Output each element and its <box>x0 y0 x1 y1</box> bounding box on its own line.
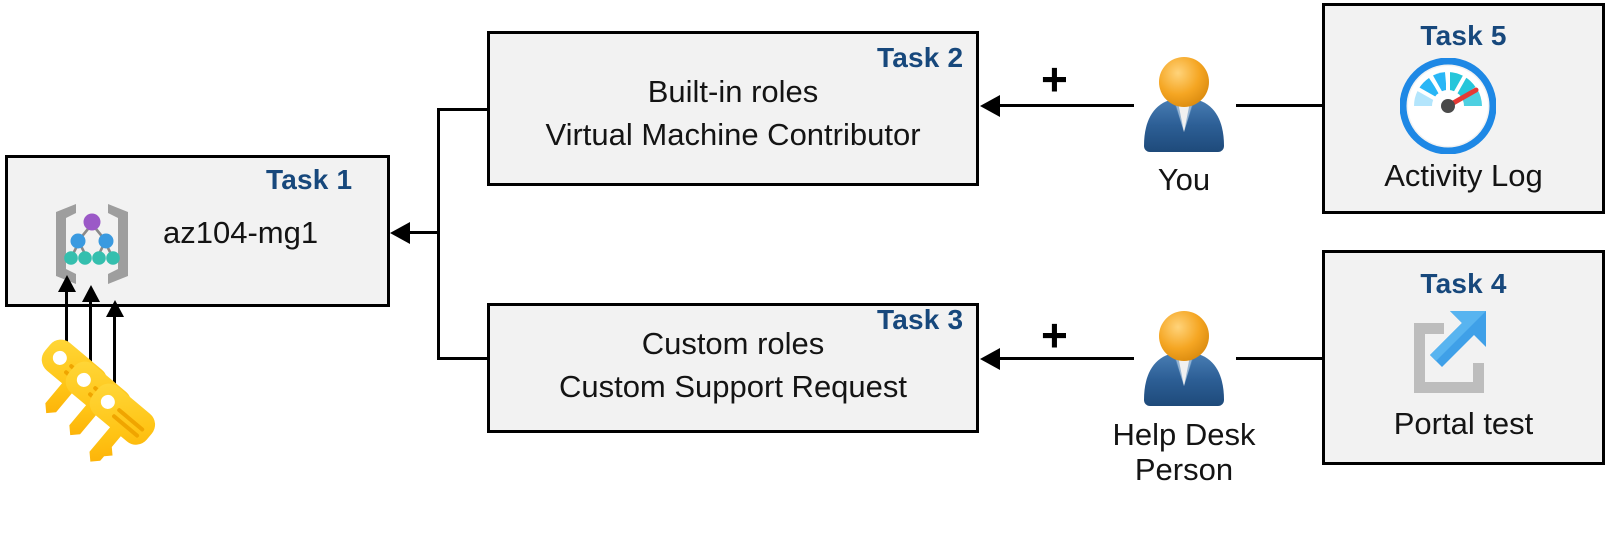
key-arrow-line-3 <box>113 315 116 400</box>
task2-box[interactable] <box>487 31 979 186</box>
plus-top: + <box>1041 53 1068 105</box>
keys-icon <box>34 338 164 473</box>
external-link-icon <box>1400 305 1496 401</box>
helpdesk-to-task3-arrowhead <box>980 348 1000 370</box>
task1-label: Task 1 <box>266 164 353 195</box>
task3-label: Task 3 <box>877 304 964 335</box>
you-to-task5-line <box>1236 104 1388 107</box>
helpdesk-user-icon <box>1134 308 1234 418</box>
key-arrow-line-2 <box>89 300 92 385</box>
task2-line2: Virtual Machine Contributor <box>545 117 921 152</box>
key-arrow-head-2 <box>82 285 100 302</box>
task2-label: Task 2 <box>877 42 964 73</box>
helpdesk-to-task3-line <box>1000 357 1134 360</box>
key-arrow-head-1 <box>58 275 76 292</box>
bracket-bottom-stub <box>437 357 489 360</box>
task4-box[interactable] <box>1322 250 1605 465</box>
task3-line2: Custom Support Request <box>558 369 908 404</box>
you-caption: You <box>1157 162 1211 197</box>
task4-label: Task 4 <box>1420 268 1507 299</box>
bracket-top-stub <box>437 108 489 111</box>
you-to-task2-arrowhead <box>980 95 1000 117</box>
task1-text: az104-mg1 <box>163 215 319 250</box>
bracket-to-task1-line <box>410 231 439 234</box>
task5-label: Task 5 <box>1420 20 1507 51</box>
you-user-icon <box>1134 54 1234 164</box>
you-to-task2-line <box>1000 104 1134 107</box>
management-group-icon <box>46 198 138 286</box>
key-arrow-head-3 <box>106 300 124 317</box>
key-arrow-line-1 <box>65 290 68 375</box>
gauge-icon <box>1399 57 1497 155</box>
task3-line1: Custom roles <box>641 326 825 361</box>
helpdesk-caption: Help Desk Person <box>1112 417 1256 487</box>
task3-box[interactable] <box>487 303 979 433</box>
bracket-to-task1-arrowhead <box>390 222 410 244</box>
plus-bottom: + <box>1041 309 1068 361</box>
task5-caption: Activity Log <box>1384 158 1543 193</box>
task4-caption: Portal test <box>1393 406 1534 441</box>
helpdesk-to-task4-line <box>1236 357 1388 360</box>
task2-line1: Built-in roles <box>647 74 819 109</box>
bracket-spine <box>437 108 440 360</box>
